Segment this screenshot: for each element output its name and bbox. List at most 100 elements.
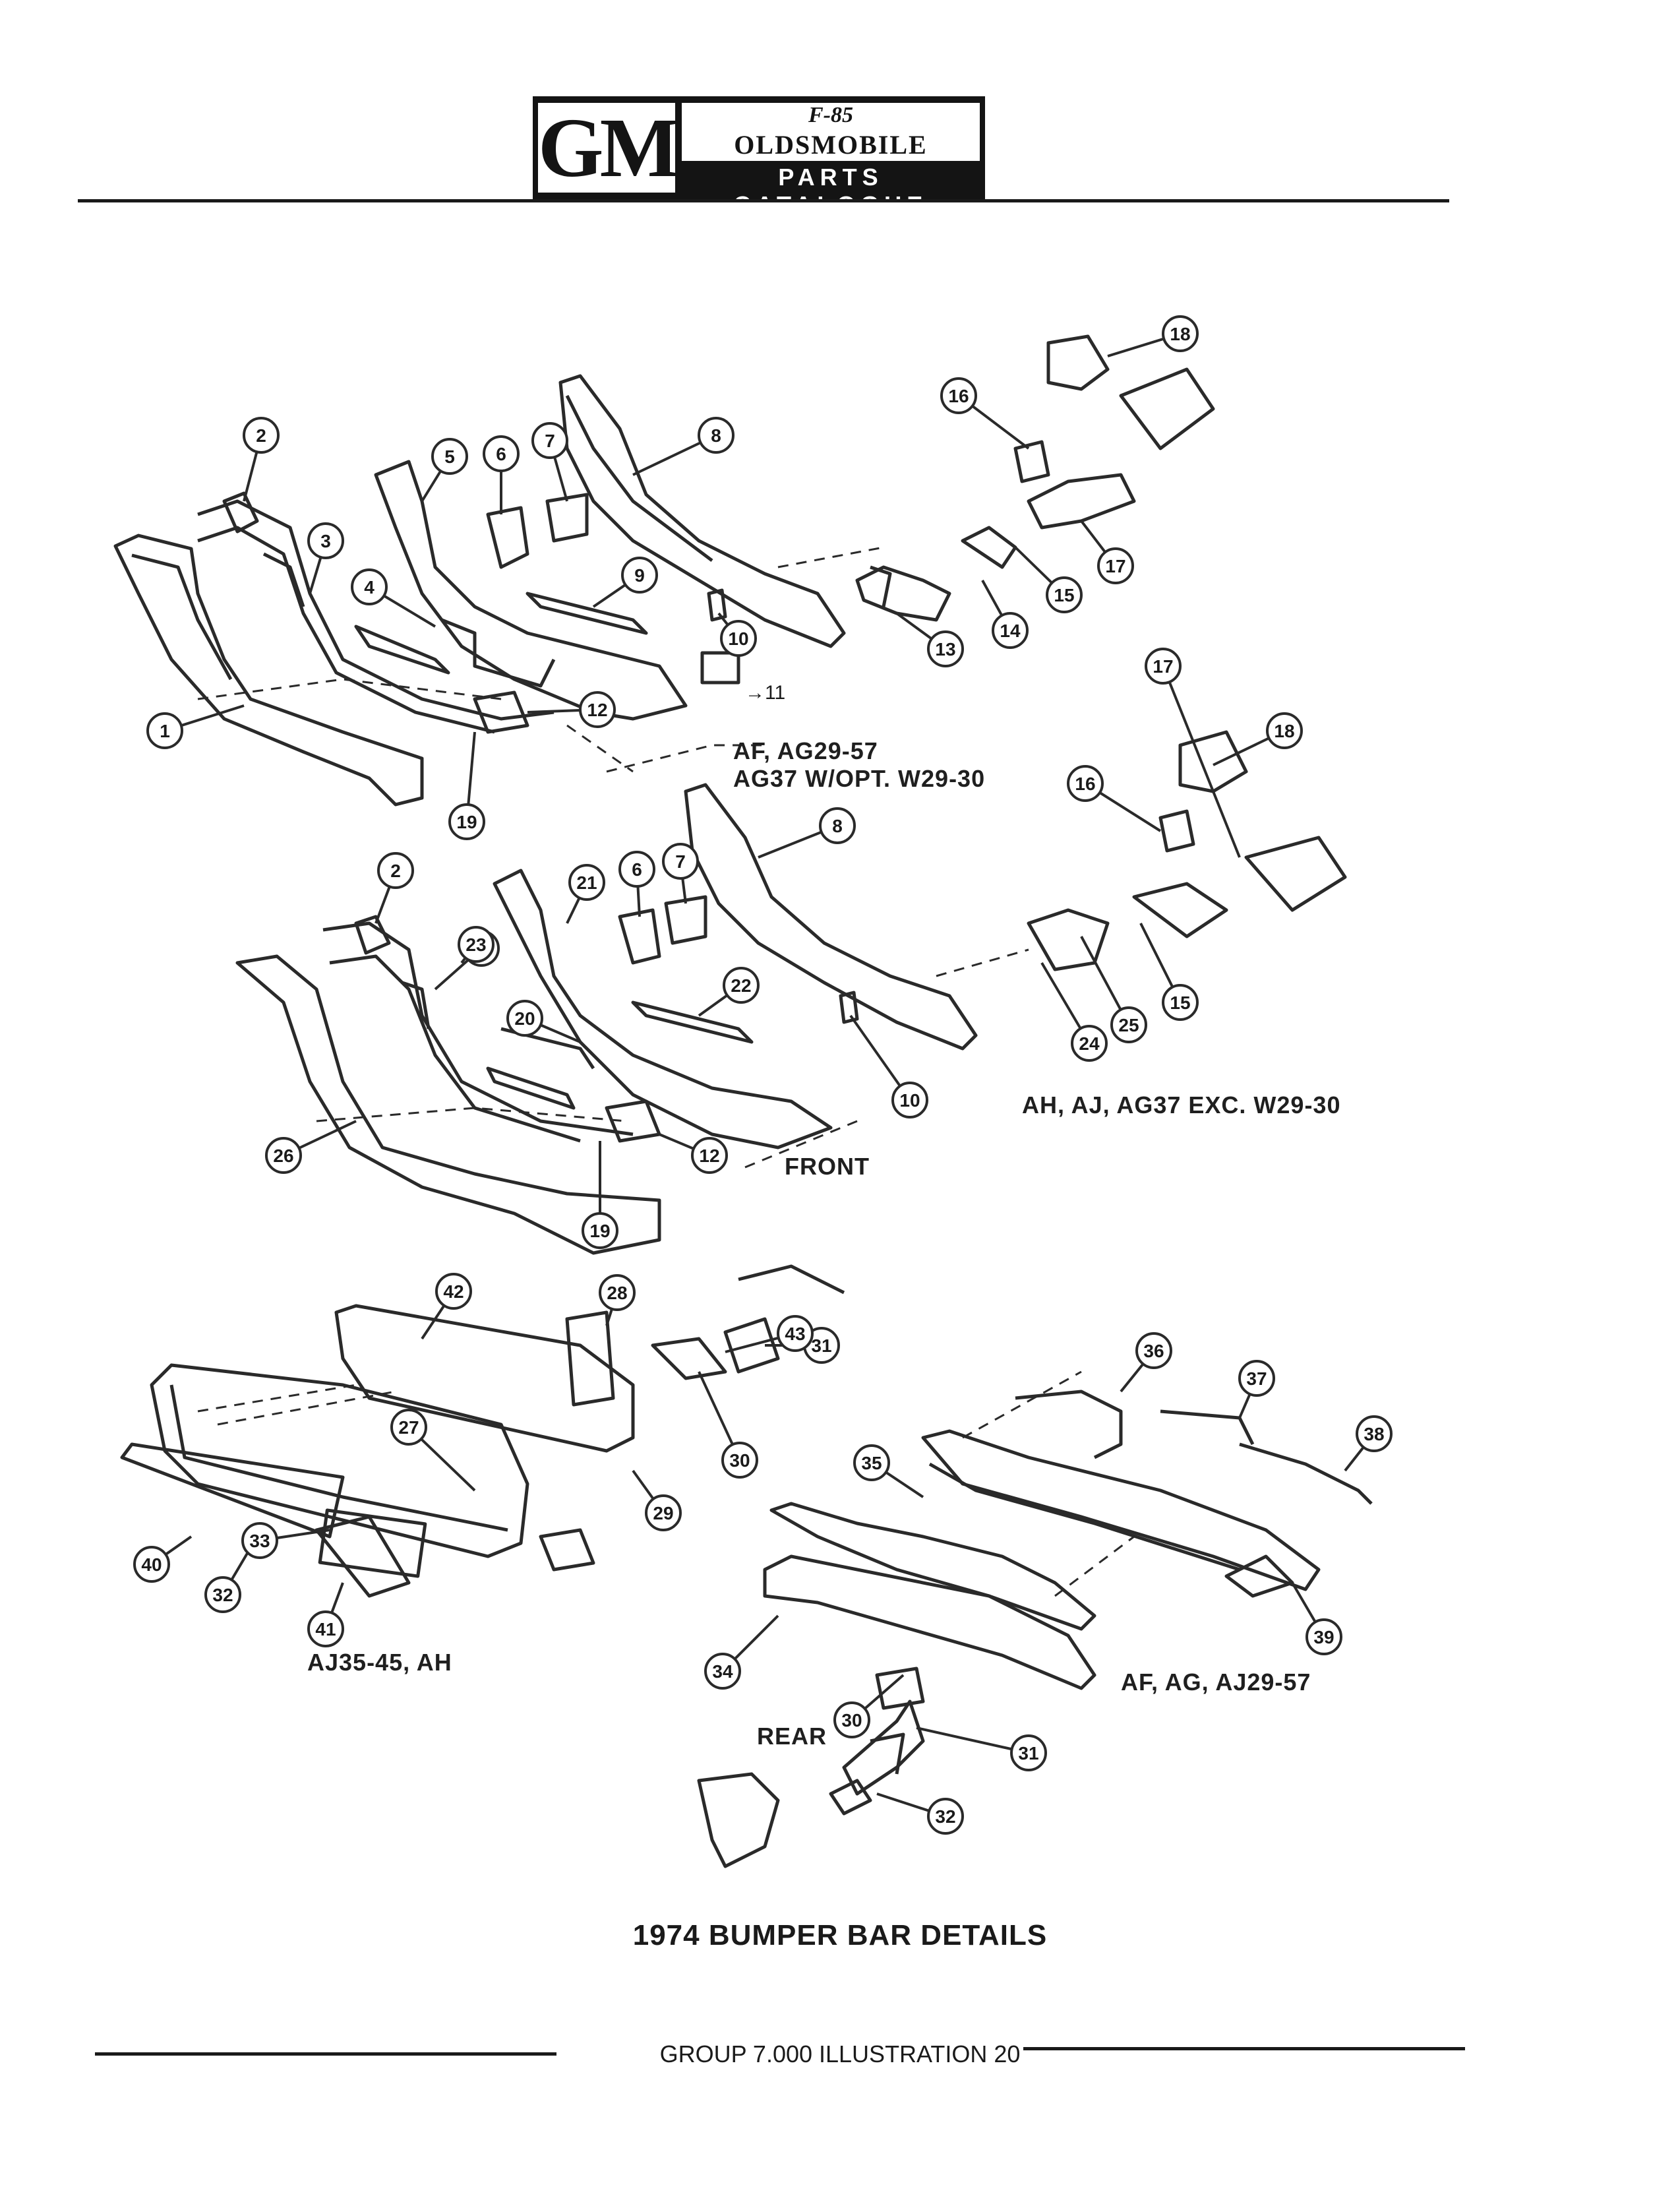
- callout-circle: [691, 1137, 728, 1174]
- callout-circle: [704, 1653, 741, 1690]
- callout-21: 21: [566, 864, 605, 924]
- callout-10: 10: [717, 612, 757, 657]
- callout-circle: [833, 1701, 870, 1738]
- callout-number: 6: [496, 444, 506, 464]
- callout-32: 32: [204, 1535, 258, 1613]
- callout-1: 1: [146, 704, 245, 749]
- callout-circle: [1046, 576, 1083, 613]
- callout-number: 16: [1075, 774, 1095, 794]
- callout-19: 19: [448, 731, 485, 840]
- callout-number: 24: [1079, 1033, 1100, 1054]
- catalogue-banner: F-85 OLDSMOBILE PARTS CATALOGUE: [682, 103, 980, 218]
- callout-circle: [483, 435, 520, 472]
- callout-number: 17: [1153, 656, 1173, 677]
- callout-7: 7: [531, 422, 568, 502]
- callout-2: 2: [375, 852, 414, 924]
- callout-35: 35: [853, 1444, 924, 1498]
- callout-circle: [698, 417, 735, 454]
- callout-number: 5: [444, 446, 455, 467]
- callout-32: 32: [876, 1792, 964, 1835]
- callout-number: 18: [1170, 324, 1190, 344]
- callout-27: 27: [390, 1409, 476, 1492]
- callout-number: 36: [1143, 1341, 1164, 1361]
- callout-number: 17: [1105, 556, 1125, 576]
- callout-number: 39: [1313, 1627, 1334, 1647]
- footer-label: GROUP 7.000 ILLUSTRATION 20: [659, 2040, 1021, 2067]
- callout-22: 22: [698, 967, 760, 1017]
- make-name: OLDSMOBILE: [734, 130, 928, 160]
- callout-number: 31: [811, 1335, 831, 1356]
- callout-circle: [1162, 984, 1199, 1021]
- rear-bumper-right: [697, 1370, 1373, 1868]
- callout-12: 12: [659, 1133, 728, 1174]
- callout-number: 40: [141, 1554, 162, 1575]
- callout-number: 8: [832, 816, 843, 836]
- callout-number: 13: [935, 639, 955, 659]
- callout-number: 26: [273, 1146, 293, 1166]
- callout-number: 42: [443, 1281, 464, 1302]
- callout-circle: [1145, 648, 1182, 685]
- callout-circle: [723, 967, 760, 1004]
- callout-number: 6: [632, 859, 642, 880]
- callout-circle: [720, 620, 757, 657]
- callout-circle: [265, 1137, 302, 1174]
- callout-31: 31: [916, 1727, 1047, 1771]
- footer-rule-right: [1023, 2047, 1465, 2050]
- callout-9: 9: [592, 557, 658, 608]
- callout-19: 19: [582, 1141, 618, 1249]
- callout-41: 41: [307, 1582, 344, 1647]
- callout-39: 39: [1291, 1581, 1342, 1655]
- callout-circle: [891, 1082, 928, 1118]
- callout-circle: [204, 1576, 241, 1613]
- callout-circle: [243, 417, 280, 454]
- callout-number: 10: [899, 1090, 920, 1111]
- callout-30: 30: [698, 1371, 758, 1479]
- callout-layer: 12345678910→1112131415161718192367810121…: [133, 315, 1393, 1835]
- callout-circle: [568, 864, 605, 901]
- callout-number: 34: [712, 1661, 733, 1682]
- callout-13: 13: [895, 612, 964, 667]
- callout-number: 35: [861, 1453, 882, 1473]
- callout-25: 25: [1080, 936, 1147, 1043]
- callout-circle: [435, 1273, 472, 1310]
- callout-number: 27: [398, 1417, 419, 1438]
- header-rule: [78, 199, 1449, 202]
- callout-16: 16: [1067, 765, 1162, 832]
- caption-upper-front-1: AF, AG29-57: [733, 737, 878, 764]
- callout-number: 32: [935, 1806, 955, 1827]
- callout-7: 7: [662, 843, 699, 904]
- callout-number: 15: [1054, 585, 1074, 605]
- callout-number: 32: [212, 1585, 233, 1605]
- gm-parts-catalogue-logo: GM F-85 OLDSMOBILE PARTS CATALOGUE: [533, 96, 985, 218]
- callout-42: 42: [421, 1273, 472, 1340]
- callout-circle: [1010, 1734, 1047, 1771]
- callout-circle: [351, 568, 388, 605]
- callout-43: 43: [725, 1315, 814, 1353]
- callout-23: 23: [458, 926, 495, 964]
- callout-circle: [307, 1610, 344, 1647]
- callout-number: 2: [256, 425, 266, 446]
- callout-number: 31: [1018, 1743, 1038, 1763]
- callout-circle: [1305, 1618, 1342, 1655]
- callout-circle: [1135, 1332, 1172, 1369]
- callout-circle: [377, 852, 414, 889]
- callout-circle: [777, 1315, 814, 1352]
- callout-4: 4: [351, 568, 436, 628]
- callout-number: 22: [731, 975, 751, 996]
- callout-number: 18: [1274, 721, 1294, 741]
- callout-circle: [645, 1494, 682, 1531]
- callout-number: 10: [728, 628, 748, 649]
- gm-logo: GM: [538, 101, 679, 195]
- callout-circle: [927, 1798, 964, 1835]
- callout-circle: [1071, 1025, 1108, 1062]
- callout-30: 30: [833, 1674, 905, 1738]
- callout-number: 37: [1246, 1368, 1267, 1389]
- callout-20: 20: [506, 1000, 581, 1043]
- callout-6: 6: [483, 435, 520, 514]
- callout-circle: [940, 377, 977, 414]
- callout-40: 40: [133, 1535, 193, 1583]
- callout-circle: [146, 712, 183, 749]
- callout-circle: [1266, 712, 1303, 749]
- callout-circle: [853, 1444, 890, 1481]
